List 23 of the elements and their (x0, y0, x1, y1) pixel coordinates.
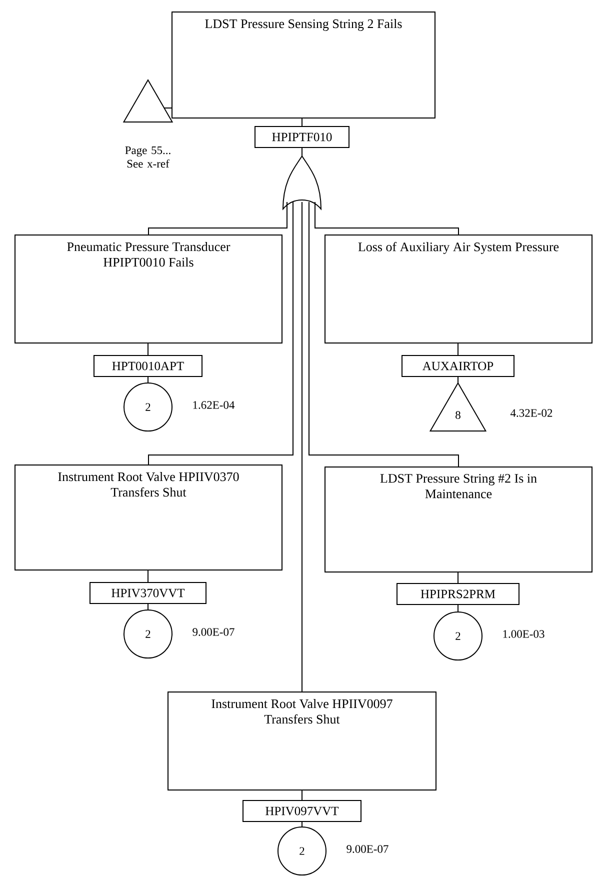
connector-line (148, 202, 288, 236)
probability-label: Page 55... See x-ref (125, 146, 170, 168)
probability-label: 1.00E-03 (503, 630, 544, 638)
event-id-tag: AUXAIRTOP (402, 355, 514, 377)
event-box: Loss of Auxiliary Air System Pressure (324, 234, 592, 344)
connector-line (148, 202, 294, 466)
connector-line (308, 202, 459, 468)
probability-label: 9.00E-07 (346, 845, 388, 853)
event-box: Instrument Root Valve HPIIV0370 Transfers Shut (14, 464, 282, 570)
event-id-tag: HPT0010APT (94, 355, 202, 377)
event-id-tag: HPIPRS2PRM (396, 583, 520, 605)
event-box: LDST Pressure Sensing String 2 Fails (172, 12, 436, 118)
event-box: Pneumatic Pressure Transducer HPIPT0010 Fails (14, 234, 282, 344)
probability-label: 4.32E-02 (510, 409, 552, 417)
event-box: Instrument Root Valve HPIIV0097 Transfers Shut (168, 692, 436, 790)
event-id-tag: HPIPTF010 (254, 126, 350, 148)
connector-line (314, 202, 459, 236)
probability-label: 1.62E-04 (193, 401, 235, 409)
event-id-tag: HPIV370VVT (90, 582, 206, 604)
event-box: LDST Pressure String #2 Is in Maintenance (324, 466, 592, 572)
event-id-tag: HPIV097VVT (242, 800, 362, 822)
probability-label: 9.00E-07 (192, 628, 234, 636)
or-gate (282, 156, 322, 210)
